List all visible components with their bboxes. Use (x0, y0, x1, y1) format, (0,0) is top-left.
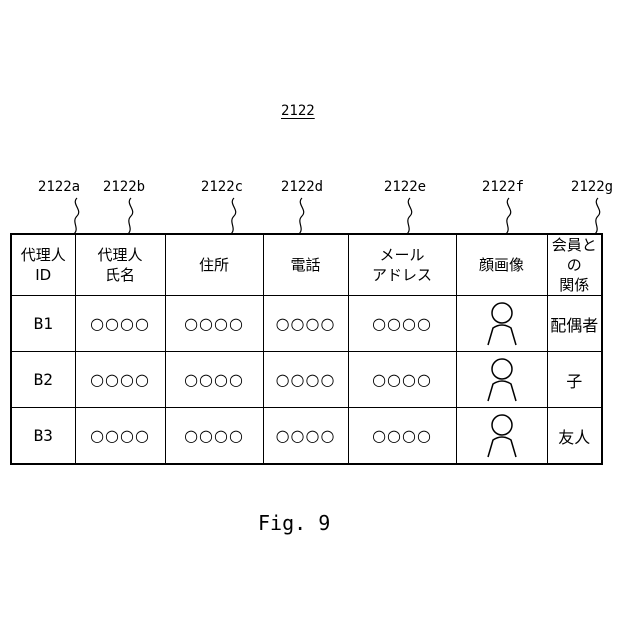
leader-line-2122a (74, 198, 79, 234)
cell-face-image (456, 408, 547, 465)
cell-proxy-name: ○○○○ (75, 408, 165, 465)
cell-email: ○○○○ (348, 296, 456, 352)
cell-proxy-name: ○○○○ (75, 296, 165, 352)
header-email: メールアドレス (348, 234, 456, 296)
cell-proxy-id: B1 (11, 296, 75, 352)
leader-line-2122f (506, 198, 511, 234)
ref-label-2122g: 2122g (571, 179, 613, 195)
cell-address: ○○○○ (165, 296, 263, 352)
cell-relation: 配偶者 (547, 296, 602, 352)
ref-label-2122c: 2122c (201, 179, 243, 195)
ref-label-2122b: 2122b (103, 179, 145, 195)
cell-phone: ○○○○ (263, 352, 348, 408)
ref-label-2122d: 2122d (281, 179, 323, 195)
person-silhouette-icon (480, 300, 524, 348)
cell-address: ○○○○ (165, 408, 263, 465)
cell-proxy-name: ○○○○ (75, 352, 165, 408)
leader-line-2122c (231, 198, 236, 234)
cell-relation: 子 (547, 352, 602, 408)
cell-proxy-id: B2 (11, 352, 75, 408)
cell-phone: ○○○○ (263, 296, 348, 352)
header-face-image: 顔画像 (456, 234, 547, 296)
header-address: 住所 (165, 234, 263, 296)
cell-email: ○○○○ (348, 352, 456, 408)
proxy-info-table: 代理人ID 代理人氏名 住所 電話 メールアドレス 顔画像 会員との関係 B1 … (10, 233, 603, 465)
cell-phone: ○○○○ (263, 408, 348, 465)
table-header-row: 代理人ID 代理人氏名 住所 電話 メールアドレス 顔画像 会員との関係 (11, 234, 602, 296)
cell-email: ○○○○ (348, 408, 456, 465)
leader-line-2122d (299, 198, 304, 234)
table-row: B1 ○○○○ ○○○○ ○○○○ ○○○○ 配偶者 (11, 296, 602, 352)
leader-line-2122e (407, 198, 412, 234)
cell-address: ○○○○ (165, 352, 263, 408)
table-row: B2 ○○○○ ○○○○ ○○○○ ○○○○ 子 (11, 352, 602, 408)
cell-relation: 友人 (547, 408, 602, 465)
person-silhouette-icon (480, 356, 524, 404)
leader-line-2122b (128, 198, 133, 234)
ref-label-2122f: 2122f (482, 179, 524, 195)
cell-face-image (456, 296, 547, 352)
header-phone: 電話 (263, 234, 348, 296)
figure-caption: Fig. 9 (258, 511, 330, 535)
cell-face-image (456, 352, 547, 408)
table-row: B3 ○○○○ ○○○○ ○○○○ ○○○○ 友人 (11, 408, 602, 465)
ref-label-2122a: 2122a (38, 179, 80, 195)
header-proxy-id: 代理人ID (11, 234, 75, 296)
header-proxy-name: 代理人氏名 (75, 234, 165, 296)
person-silhouette-icon (480, 412, 524, 460)
header-relation: 会員との関係 (547, 234, 602, 296)
leader-line-2122g (595, 198, 600, 234)
cell-proxy-id: B3 (11, 408, 75, 465)
figure-title: 2122 (281, 103, 315, 119)
ref-label-2122e: 2122e (384, 179, 426, 195)
